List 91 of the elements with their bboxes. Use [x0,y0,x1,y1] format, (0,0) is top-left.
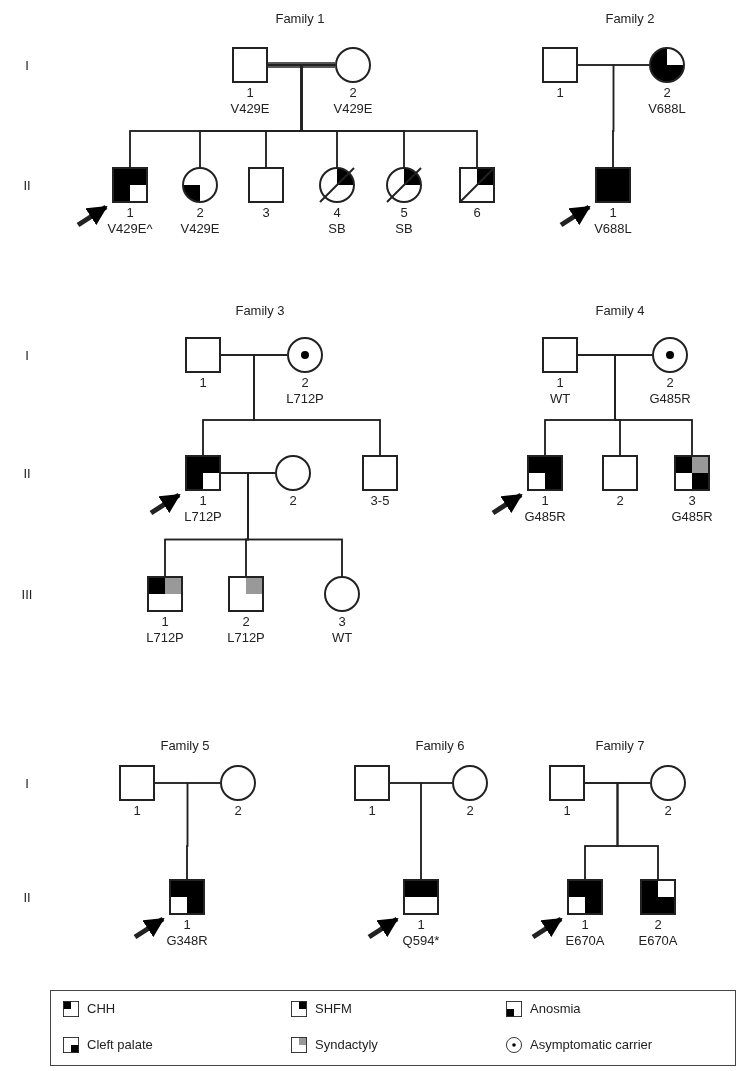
mutation-label: V429E [230,101,270,116]
mutation-label: Q594* [402,933,440,948]
proband-arrow [491,492,523,516]
mutation-label: L712P [286,391,324,406]
individual-number: 1 [368,803,376,818]
individual-number: 1 [199,493,207,508]
generation-numeral: I [25,57,29,73]
family-title: Family 4 [595,302,645,318]
family-title: Family 3 [235,302,285,318]
individual-number: 1 [556,85,564,100]
individual-number: 2 [654,917,662,932]
individual-number: 1 [609,205,617,220]
proband-arrow [559,204,591,228]
mutation-label: E670A [565,933,605,948]
mutation-label: SB [395,221,413,236]
legend-text: Cleft palate [87,1037,153,1053]
individual-number: 1 [563,803,571,818]
mutation-label: L712P [227,630,265,645]
mutation-label: V429E [180,221,220,236]
individual-number: 2 [349,85,357,100]
individual-number: 4 [333,205,341,220]
proband-arrow [367,916,399,940]
generation-numeral: II [23,889,31,905]
descent-line [420,782,453,880]
individual-number: 2 [301,375,309,390]
mutation-label: WT [331,630,353,645]
individual-number: 2 [616,493,624,508]
legend-text: Syndactyly [315,1037,378,1053]
legend-text: Asymptomatic carrier [530,1037,653,1053]
individual-number: 1 [161,614,169,629]
individual-number: 1 [183,917,191,932]
mutation-label: SB [328,221,346,236]
mutation-label: WT [549,391,571,406]
descent-line [614,354,693,456]
mutation-label: G348R [166,933,208,948]
individual-number: 1 [581,917,589,932]
legend-text: SHFM [315,1001,352,1017]
legend-text: Anosmia [530,1001,581,1017]
individual-number: 6 [473,205,481,220]
proband-arrow [76,204,108,228]
mutation-label: L712P [184,509,222,524]
mutation-label: V429E^ [107,221,153,236]
individual-number: 1 [133,803,141,818]
individual-number: 1 [246,85,254,100]
individual-number: 5 [400,205,408,220]
individual-number: 2 [666,375,674,390]
individual-number: 2 [234,803,242,818]
individual-number: 1 [417,917,425,932]
mutation-label: L712P [146,630,184,645]
generation-numeral: I [25,775,29,791]
mutation-label: V688L [594,221,632,236]
individual-number: 2 [664,803,672,818]
individual-number: 2 [663,85,671,100]
mutation-label: G485R [524,509,566,524]
generation-numeral: II [23,465,31,481]
individual-number: 1 [199,375,207,390]
proband-arrow [149,492,181,516]
descent-line [612,64,650,168]
family-title: Family 1 [275,10,325,26]
individual-number: 3 [688,493,696,508]
individual-number: 2 [242,614,250,629]
individual-number: 3-5 [370,493,390,508]
mutation-label: V429E [333,101,373,116]
consanguinity-line [267,62,336,68]
legend-text: CHH [87,1001,116,1017]
family-title: Family 6 [415,737,465,753]
individual-number: 2 [466,803,474,818]
family-title: Family 7 [595,737,645,753]
individual-number: 2 [196,205,204,220]
family-title: Family 5 [160,737,210,753]
family-title: Family 2 [605,10,655,26]
proband-arrow [133,916,165,940]
descent-line [616,782,659,880]
descent-line [300,64,478,168]
mutation-label: G485R [671,509,713,524]
descent-line [186,782,221,880]
generation-numeral: II [23,177,31,193]
mutation-label: G485R [649,391,691,406]
mutation-label: V688L [648,101,686,116]
descent-line [247,472,343,577]
proband-arrow [531,916,563,940]
descent-line [253,354,381,456]
individual-number: 2 [289,493,297,508]
individual-number: 3 [338,614,346,629]
individual-number: 3 [262,205,270,220]
individual-number: 1 [556,375,564,390]
generation-numeral: I [25,347,29,363]
individual-number: 1 [541,493,549,508]
generation-numeral: III [21,586,33,602]
individual-number: 1 [126,205,134,220]
mutation-label: E670A [638,933,678,948]
